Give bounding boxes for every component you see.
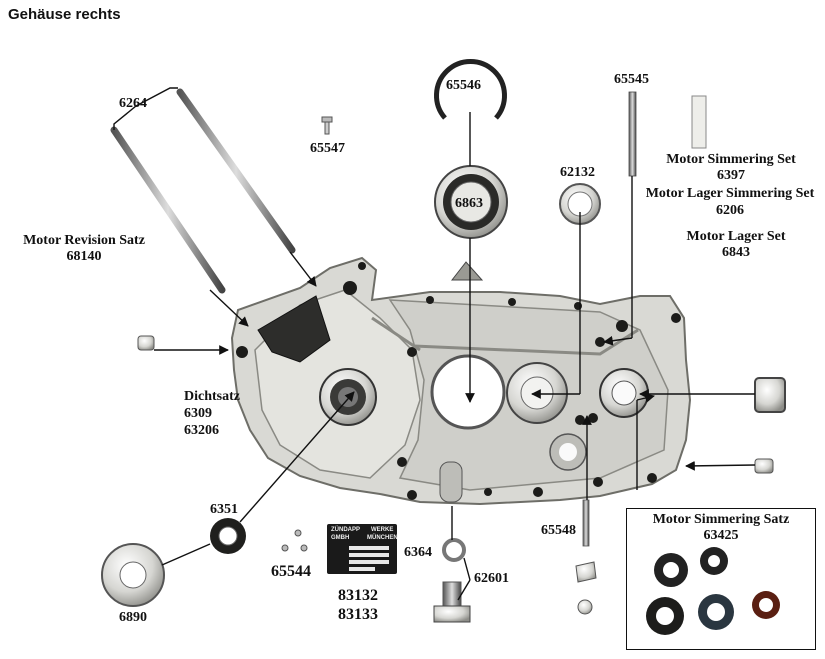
kit-simmering-satz-no: 63425 — [703, 528, 739, 543]
kit-revision-name: Motor Revision Satz — [23, 233, 145, 248]
kit-simmering-set-no: 6397 — [717, 168, 745, 183]
stud-65548 — [582, 499, 590, 547]
nameplate-field — [349, 553, 389, 557]
part-label-83132: 83132 — [338, 587, 378, 604]
part-label-6890: 6890 — [119, 610, 147, 625]
drain-bolt — [433, 581, 471, 623]
dowel-left — [137, 335, 155, 351]
crankcase-right — [230, 256, 692, 506]
small-bolt — [321, 116, 333, 135]
oil-seal-6351 — [210, 518, 246, 554]
part-label-62601: 62601 — [474, 571, 509, 586]
seal-kit-parts — [646, 547, 780, 635]
sleeve — [691, 95, 707, 149]
part-label-6351: 6351 — [210, 502, 238, 517]
type-nameplate: ZÜNDAPP WERKE GMBH MÜNCHEN — [327, 524, 398, 574]
spacer-washer — [101, 543, 165, 607]
sealing-washer — [442, 538, 466, 562]
cylinder-studs — [110, 88, 296, 294]
seal-kit-box — [626, 508, 816, 650]
dowel-pin — [628, 91, 637, 177]
part-label-65548: 65548 — [541, 523, 576, 538]
needle-bushing — [754, 377, 786, 413]
kit-dichtsatz-name: Dichtsatz — [184, 389, 240, 404]
part-label-83133: 83133 — [338, 606, 378, 623]
nameplate-line2-right: MÜNCHEN — [367, 535, 398, 541]
kit-revision-no: 68140 — [66, 249, 102, 264]
kit-simmering-satz-name: Motor Simmering Satz — [652, 512, 790, 527]
kit-simmering-set-name: Motor Simmering Set — [666, 152, 796, 167]
part-label-6264: 6264 — [119, 96, 147, 111]
part-label-65546: 65546 — [446, 78, 481, 93]
nameplate-rivets — [281, 529, 308, 552]
nameplate-field — [349, 560, 389, 564]
circlip — [434, 59, 507, 120]
part-label-65544: 65544 — [271, 563, 311, 580]
kit-lager-set-no: 6843 — [722, 245, 750, 260]
part-label-65545: 65545 — [614, 72, 649, 87]
bushing-62132 — [559, 183, 601, 225]
part-label-6863: 6863 — [455, 196, 483, 211]
part-label-6364: 6364 — [404, 545, 432, 560]
nameplate-field — [349, 567, 375, 571]
nameplate-brand-left: ZÜNDAPP — [331, 527, 361, 533]
kit-dichtsatz-no2: 63206 — [184, 423, 219, 438]
part-label-65547: 65547 — [310, 141, 345, 156]
page-title: Gehäuse rechts — [8, 6, 121, 23]
kit-lager-simmering-name: Motor Lager Simmering Set — [645, 186, 815, 201]
leader-lines — [113, 87, 756, 601]
nameplate-line2-left: GMBH — [331, 535, 350, 541]
stud-parts — [575, 561, 597, 615]
nameplate-field — [349, 546, 389, 550]
part-label-62132: 62132 — [560, 165, 595, 180]
kit-lager-set-name: Motor Lager Set — [686, 229, 786, 244]
kit-lager-simmering-no: 6206 — [716, 203, 744, 218]
nameplate-brand-right: WERKE — [371, 527, 394, 533]
dowel-right — [754, 458, 774, 474]
ball-bearing — [434, 165, 508, 239]
kit-dichtsatz-no1: 6309 — [184, 406, 212, 421]
